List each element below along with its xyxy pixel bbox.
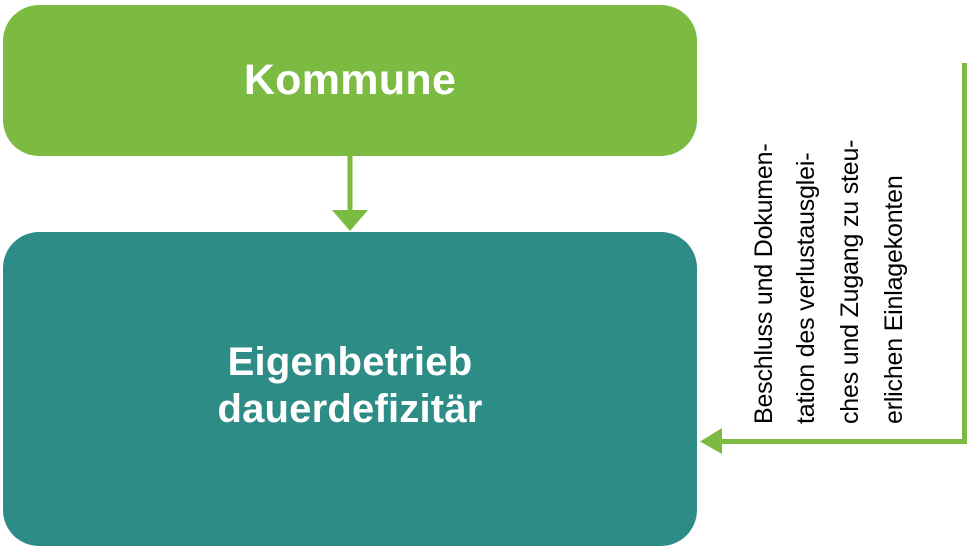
- arrow-down-stem: [347, 155, 353, 212]
- node-kommune-label: Kommune: [243, 56, 457, 105]
- arrow-down-head: [332, 210, 368, 231]
- node-eigenbetrieb-label: Eigenbetrieb dauerdefizitär: [217, 339, 482, 433]
- node-kommune[interactable]: Kommune: [3, 5, 697, 156]
- node-eigenbetrieb-label-line1: Eigenbetrieb: [227, 339, 473, 384]
- arrow-kommune-to-eigenbetrieb: [332, 155, 368, 231]
- annotation-block: Beschluss und Dokumen- tation des verlus…: [750, 0, 968, 430]
- annotation-line-4: erlichen Einlagekonten: [880, 175, 908, 424]
- node-eigenbetrieb-label-line2: dauerdefizitär: [217, 387, 483, 431]
- annotation-line-2: tation des verlustausglei-: [792, 152, 820, 424]
- feedback-horizontal-segment: [722, 439, 967, 444]
- annotation-line-3: ches und Zugang zu steu-: [836, 139, 864, 424]
- node-eigenbetrieb-dauerdefizitaer[interactable]: Eigenbetrieb dauerdefizitär: [3, 232, 697, 546]
- annotation-line-1: Beschluss und Dokumen-: [750, 143, 778, 424]
- feedback-arrow-head: [700, 428, 722, 454]
